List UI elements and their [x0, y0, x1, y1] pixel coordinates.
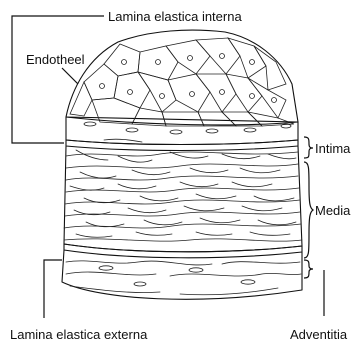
- layer-braces: [304, 137, 313, 278]
- label-adventitia: Adventitia: [290, 327, 348, 342]
- leader-lamina-externa: [44, 260, 62, 318]
- label-media: Media: [315, 203, 351, 218]
- brace-adventitia: [304, 260, 313, 278]
- smooth-muscle-cells: [64, 150, 302, 241]
- external-elastic-lamina: [64, 244, 302, 258]
- endothelium-surface: [66, 30, 298, 122]
- artery-wall-illustration: [62, 30, 302, 299]
- leader-lamina-interna: [12, 16, 104, 143]
- label-lamina-elastica-externa: Lamina elastica externa: [10, 327, 148, 342]
- brace-media: [304, 162, 313, 258]
- brace-intima: [304, 137, 313, 158]
- leader-endotheel: [62, 68, 78, 84]
- internal-elastic-lamina: [66, 140, 298, 151]
- media-layer: [64, 146, 302, 252]
- label-lamina-elastica-interna: Lamina elastica interna: [108, 9, 242, 24]
- label-endotheel: Endotheel: [26, 52, 85, 67]
- connective-tissue-fibers: [66, 261, 301, 295]
- label-intima: Intima: [315, 141, 351, 156]
